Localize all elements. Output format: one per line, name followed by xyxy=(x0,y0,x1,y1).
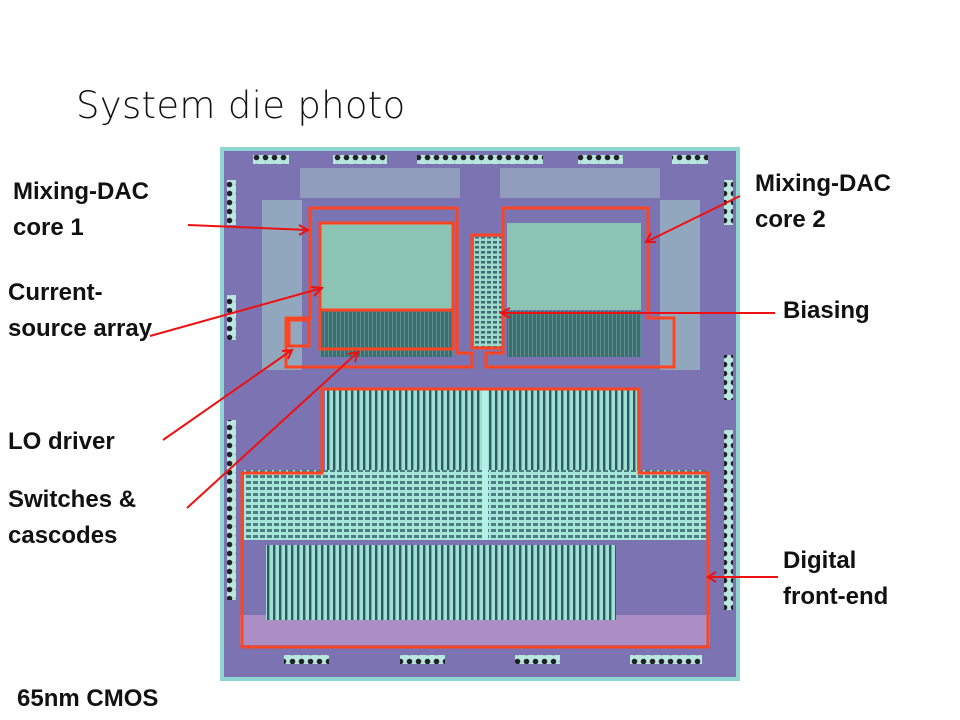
biasing-block xyxy=(474,237,502,347)
label-core1-line1: Mixing-DAC xyxy=(13,178,149,205)
core2-outline xyxy=(484,206,676,369)
label-switches-line2: cascodes xyxy=(8,522,118,549)
label-csa-line1: Current- xyxy=(8,279,103,306)
cascode-block-2 xyxy=(507,311,641,357)
digital-outline xyxy=(240,387,710,649)
label-dfe-line1: Digital xyxy=(783,547,857,574)
lo-driver-outline xyxy=(287,318,311,348)
label-lo-driver: LO driver xyxy=(8,428,115,455)
arrow-core2 xyxy=(645,195,741,243)
label-csa-line2: source array xyxy=(8,315,153,342)
digital-lower xyxy=(266,545,616,620)
block-outlines xyxy=(240,206,710,649)
label-csa: Current- source array xyxy=(8,275,152,347)
label-switches-line1: Switches & xyxy=(8,486,137,513)
label-dfe-line2: front-end xyxy=(783,583,889,610)
arrow-core1 xyxy=(187,224,309,231)
slide-title: System die photo xyxy=(76,84,406,127)
digital-middle xyxy=(244,470,706,540)
current-source-array-2 xyxy=(507,223,641,310)
label-switches: Switches & cascodes xyxy=(8,482,136,554)
label-core1-line2: core 1 xyxy=(13,214,84,241)
current-source-array-1 xyxy=(320,223,453,310)
label-dfe: Digital front-end xyxy=(783,543,888,615)
arrow-switches xyxy=(186,351,359,509)
csa-outline xyxy=(318,221,455,351)
label-core2-line2: core 2 xyxy=(755,206,826,233)
arrow-lo xyxy=(162,349,293,441)
core1-outline xyxy=(284,206,474,369)
arrows xyxy=(149,195,778,583)
label-core2-line1: Mixing-DAC xyxy=(755,170,891,197)
footer-process: 65nm CMOS xyxy=(17,685,159,712)
arrow-csa xyxy=(149,287,323,337)
label-core2: Mixing-DAC core 2 xyxy=(755,166,891,238)
label-core1: Mixing-DAC core 1 xyxy=(13,174,149,246)
label-biasing: Biasing xyxy=(783,297,870,324)
